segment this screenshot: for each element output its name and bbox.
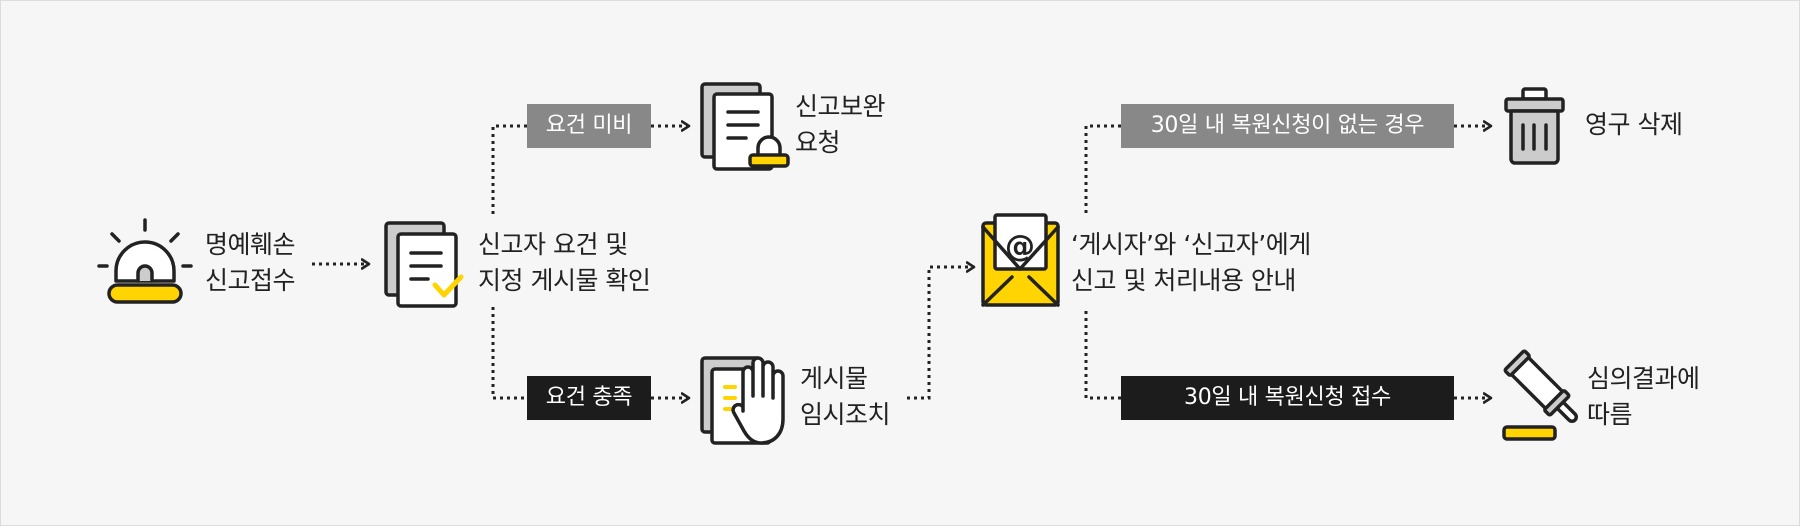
step-notify-label: ‘게시자’와 ‘신고자’에게 신고 및 처리내용 안내 <box>1071 227 1311 299</box>
connector-notify-up <box>1084 124 1121 213</box>
label-line: 신고접수 <box>205 266 296 295</box>
step-verify-label: 신고자 요건 및 지정 게시물 확인 <box>478 227 651 299</box>
tag-requirement-met: 요건 충족 <box>527 376 651 420</box>
tag-restore-request-received: 30일 내 복원신청 접수 <box>1121 376 1454 420</box>
label-line: 따름 <box>1587 400 1633 429</box>
connector-temporary-to-notify <box>907 267 974 400</box>
step-report-label: 명예훼손 신고접수 <box>205 227 296 299</box>
step-review-label: 심의결과에 따름 <box>1587 361 1700 433</box>
label-line: 요청 <box>795 128 841 157</box>
label-line: 게시물 <box>800 364 868 393</box>
label-line: 신고 및 처리내용 안내 <box>1071 266 1296 295</box>
siren-icon <box>97 218 193 304</box>
label-line: 심의결과에 <box>1587 364 1700 393</box>
step-supplement-label: 신고보완 요청 <box>795 89 886 161</box>
document-lock-icon <box>700 82 790 171</box>
label-line: 임시조치 <box>800 400 891 429</box>
label-line: 영구 삭제 <box>1585 110 1683 139</box>
tag-requirement-incomplete: 요건 미비 <box>527 104 651 148</box>
step-delete-label: 영구 삭제 <box>1585 107 1683 143</box>
label-line: 명예훼손 <box>205 230 296 259</box>
step-temporary-label: 게시물 임시조치 <box>800 361 891 433</box>
document-check-icon <box>384 221 464 308</box>
label-line: 신고보완 <box>795 92 886 121</box>
trash-icon <box>1504 87 1565 165</box>
connector-verify-down <box>491 307 527 400</box>
email-icon: @ <box>981 213 1060 307</box>
tag-no-restore-request: 30일 내 복원신청이 없는 경우 <box>1121 104 1454 148</box>
connector-verify-up <box>491 124 527 214</box>
label-line: ‘게시자’와 ‘신고자’에게 <box>1071 230 1311 259</box>
label-line: 신고자 요건 및 <box>478 230 628 259</box>
label-line: 지정 게시물 확인 <box>478 266 651 295</box>
gavel-icon <box>1502 349 1578 441</box>
connector-notify-down <box>1084 311 1121 400</box>
document-hand-icon <box>700 356 785 445</box>
